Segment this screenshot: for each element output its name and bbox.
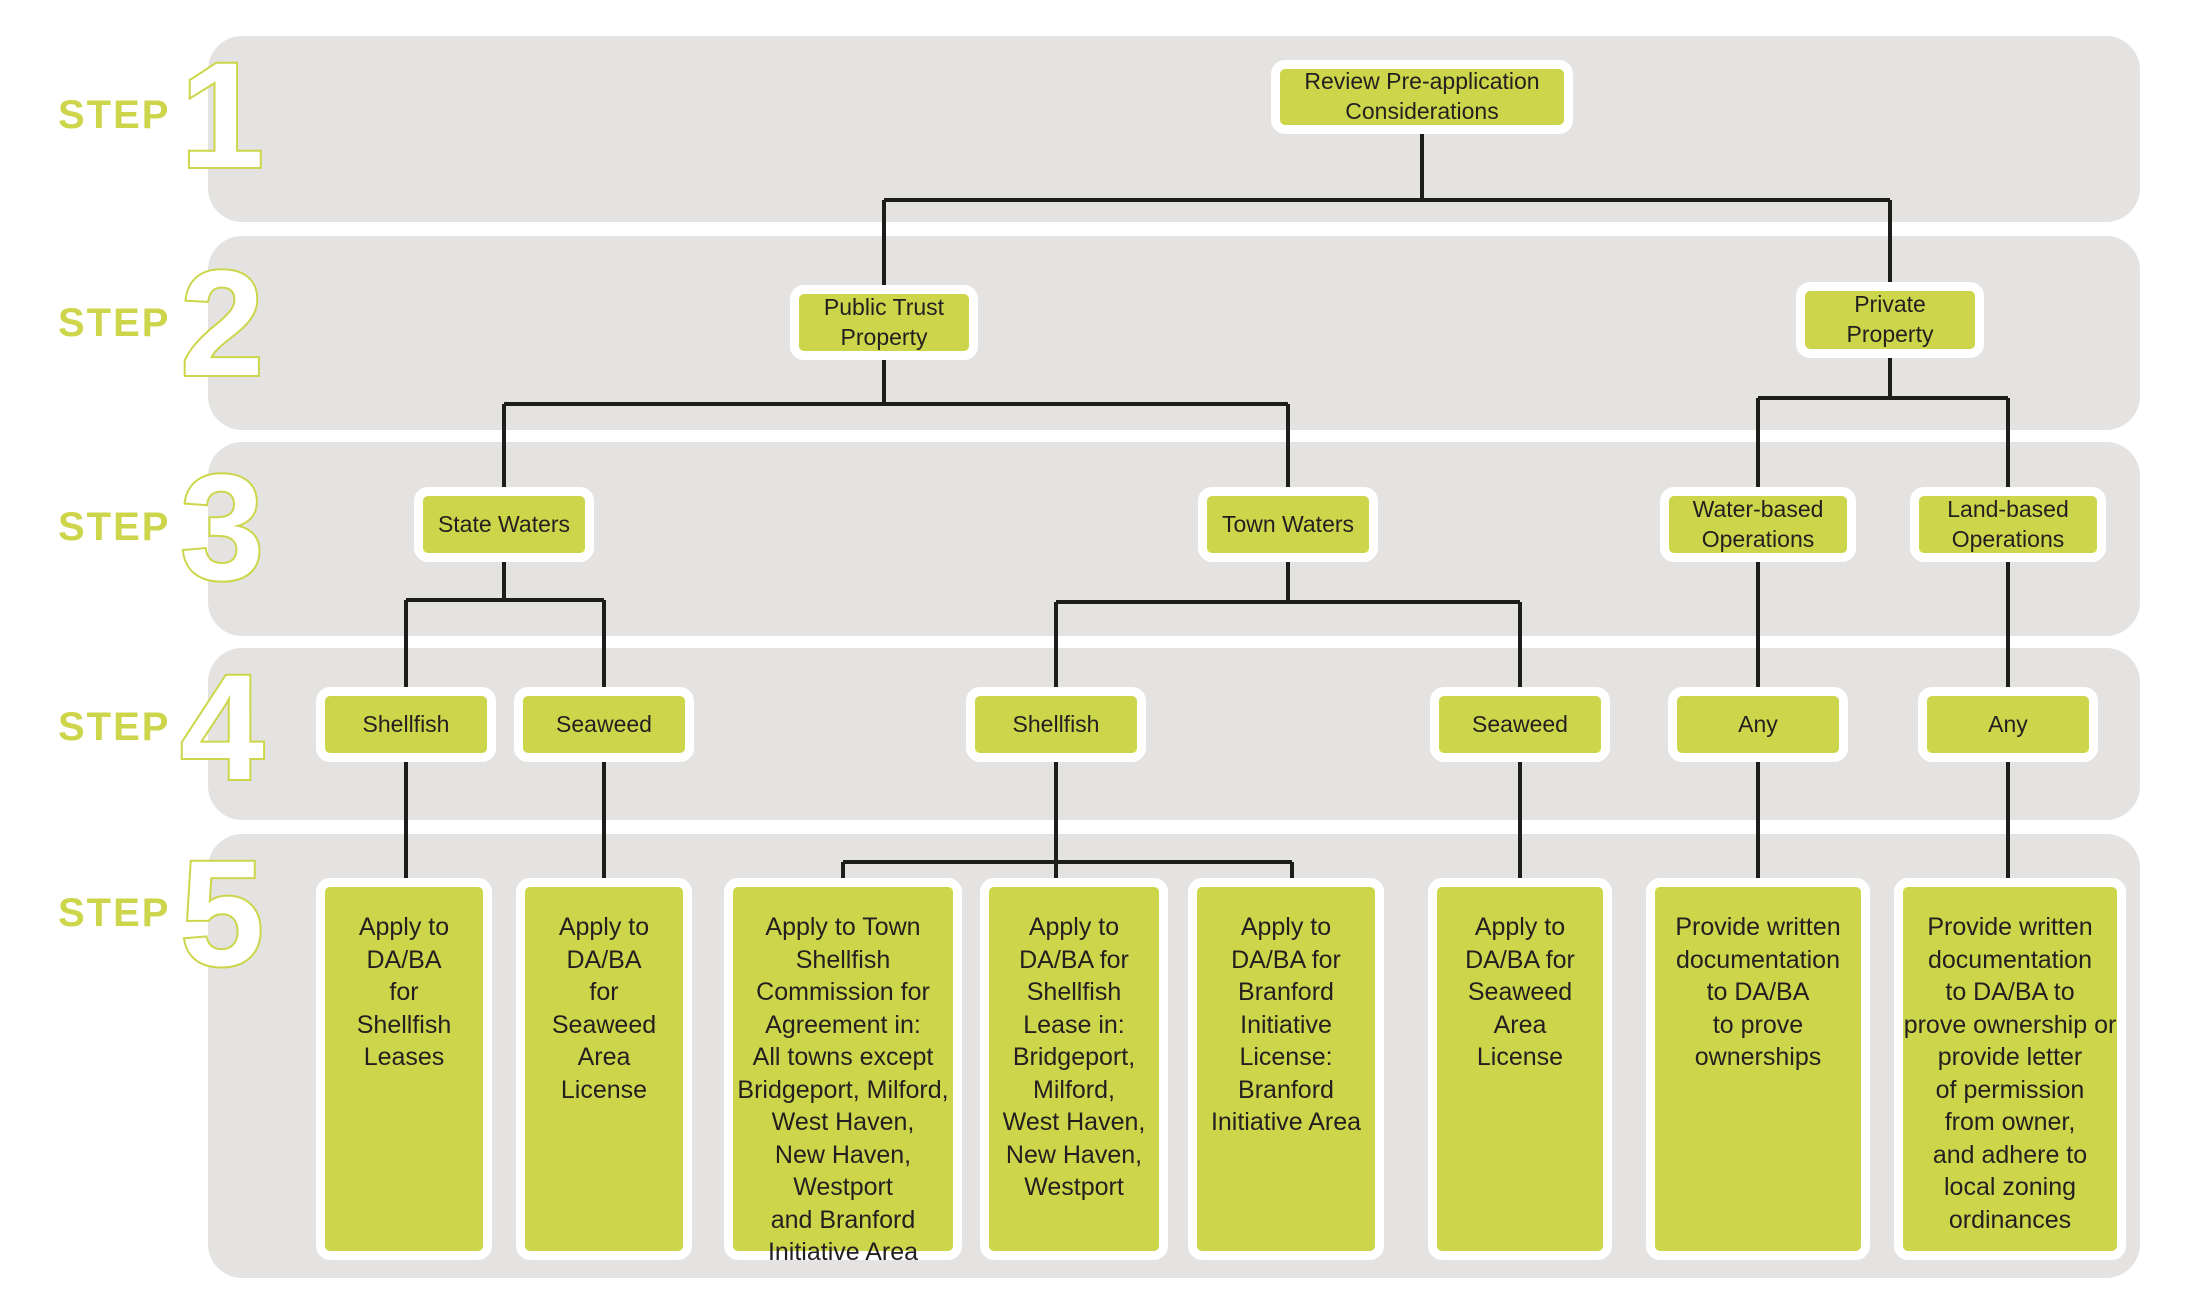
node-label: Private Property bbox=[1846, 291, 1934, 347]
node-town-waters[interactable]: Town Waters bbox=[1198, 487, 1378, 562]
node-label: Apply to DA/BA for Branford Initiative L… bbox=[1210, 913, 1362, 1136]
node-label: Shellfish bbox=[362, 710, 450, 737]
node-water-based-any[interactable]: Any bbox=[1668, 687, 1848, 762]
node-label: State Waters bbox=[437, 510, 571, 537]
node-review-pre-application[interactable]: Review Pre-application Considerations bbox=[1271, 60, 1573, 134]
node-town-seaweed[interactable]: Seaweed bbox=[1430, 687, 1610, 762]
node-state-seaweed[interactable]: Seaweed bbox=[514, 687, 694, 762]
node-label: Shellfish bbox=[1012, 710, 1100, 737]
node-label: Any bbox=[1988, 710, 2028, 737]
node-label: Public Trust Property bbox=[823, 293, 945, 350]
node-land-based-operations[interactable]: Land-based Operations bbox=[1910, 487, 2106, 562]
node-label: Apply to DA/BA for Seaweed Area License bbox=[551, 913, 657, 1104]
node-label: Land-based Operations bbox=[1947, 495, 2069, 552]
node-apply-branford-initiative-license[interactable]: Apply to DA/BA for Branford Initiative L… bbox=[1188, 878, 1384, 1260]
node-private-property[interactable]: Private Property bbox=[1796, 282, 1984, 358]
node-state-shellfish[interactable]: Shellfish bbox=[316, 687, 496, 762]
node-label: Any bbox=[1738, 710, 1778, 737]
node-provide-documentation-zoning[interactable]: Provide written documentation to DA/BA t… bbox=[1894, 878, 2126, 1260]
node-label: Apply to DA/BA for Shellfish Lease in: B… bbox=[1002, 913, 1146, 1201]
node-label: Apply to Town Shellfish Commission for A… bbox=[737, 913, 949, 1266]
node-label: Provide written documentation to DA/BA t… bbox=[1675, 913, 1841, 1071]
node-label: Seaweed bbox=[556, 710, 652, 737]
node-apply-town-shellfish-commission[interactable]: Apply to Town Shellfish Commission for A… bbox=[724, 878, 962, 1266]
node-label: Seaweed bbox=[1472, 710, 1568, 737]
node-state-waters[interactable]: State Waters bbox=[414, 487, 594, 562]
step-band-1 bbox=[208, 36, 2140, 222]
node-label: Town Waters bbox=[1221, 510, 1355, 537]
node-town-shellfish[interactable]: Shellfish bbox=[966, 687, 1146, 762]
node-public-trust-property[interactable]: Public Trust Property bbox=[790, 285, 978, 360]
node-water-based-operations[interactable]: Water-based Operations bbox=[1660, 487, 1856, 562]
node-apply-seaweed-area-license-state[interactable]: Apply to DA/BA for Seaweed Area License bbox=[516, 878, 692, 1260]
node-label: Review Pre-application Considerations bbox=[1304, 68, 1540, 124]
node-apply-seaweed-area-license-town[interactable]: Apply to DA/BA for Seaweed Area License bbox=[1428, 878, 1612, 1260]
node-provide-documentation-ownerships[interactable]: Provide written documentation to DA/BA t… bbox=[1646, 878, 1870, 1260]
node-label: Apply to DA/BA for Seaweed Area License bbox=[1465, 913, 1575, 1071]
node-label: Provide written documentation to DA/BA t… bbox=[1903, 913, 2117, 1234]
node-label: Apply to DA/BA for Shellfish Leases bbox=[356, 913, 452, 1071]
node-apply-shellfish-lease-towns[interactable]: Apply to DA/BA for Shellfish Lease in: B… bbox=[980, 878, 1168, 1260]
node-label: Water-based Operations bbox=[1692, 495, 1824, 552]
node-apply-shellfish-leases[interactable]: Apply to DA/BA for Shellfish Leases bbox=[316, 878, 492, 1260]
node-land-based-any[interactable]: Any bbox=[1918, 687, 2098, 762]
